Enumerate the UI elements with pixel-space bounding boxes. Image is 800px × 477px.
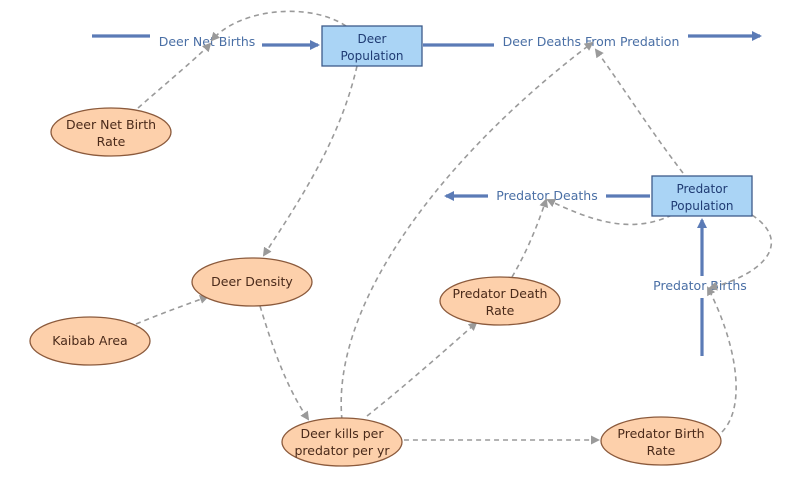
link-predator-pop-to-deer-deaths <box>594 48 684 174</box>
link-kaibab-to-density <box>135 295 209 325</box>
variable-label: Kaibab Area <box>52 333 127 348</box>
link-birth-rate-to-net-births <box>137 42 212 109</box>
variable-ellipse <box>281 417 403 467</box>
variable-deer-net-birth-rate[interactable]: Deer Net Birth Rate <box>50 107 172 157</box>
link-death-rate-to-predator-deaths <box>511 198 549 278</box>
stock-label-line-1: Deer <box>358 32 387 46</box>
variable-label-line-2: Rate <box>97 134 126 149</box>
variable-label: Deer Density <box>211 274 293 289</box>
flow-label-predator-deaths: Predator Deaths <box>496 188 597 203</box>
link-predator-pop-to-predator-births <box>708 214 772 291</box>
stock-predator-population[interactable]: Predator Population <box>651 175 753 217</box>
link-kills-to-predator-death-rate <box>366 321 478 417</box>
variable-label-line-2: predator per yr <box>294 443 390 458</box>
variable-ellipse <box>50 107 172 157</box>
stock-box <box>651 175 753 217</box>
flow-label-predator-births: Predator Births <box>653 278 747 293</box>
variable-kaibab-area[interactable]: Kaibab Area <box>29 316 151 366</box>
variable-label-line-1: Predator Death <box>453 286 548 301</box>
variable-ellipse <box>600 416 722 466</box>
info-links <box>135 10 772 445</box>
variable-label-line-1: Deer Net Birth <box>66 117 156 132</box>
variable-label-line-2: Rate <box>647 443 676 458</box>
flow-predator-births: Predator Births <box>653 218 747 356</box>
variable-ellipse <box>29 316 151 366</box>
stock-label-line-2: Population <box>340 49 403 63</box>
stock-label-line-1: Predator <box>676 182 727 196</box>
link-predator-pop-to-predator-deaths <box>546 198 673 226</box>
flow-deer-net-births: Deer Net Births <box>92 34 320 50</box>
link-deer-pop-to-density <box>262 65 358 257</box>
link-kills-to-deer-deaths <box>340 41 594 421</box>
flow-deer-deaths-from-predation: Deer Deaths From Predation <box>423 31 762 49</box>
link-birth-rate-to-predator-births <box>707 286 737 433</box>
variable-predator-death-rate[interactable]: Predator Death Rate <box>439 276 561 326</box>
variable-label-line-2: Rate <box>486 303 515 318</box>
flow-predator-deaths: Predator Deaths <box>444 188 650 203</box>
variable-ellipse <box>439 276 561 326</box>
flow-label-deer-deaths-from-predation: Deer Deaths From Predation <box>503 34 680 49</box>
link-deer-pop-to-net-births <box>210 10 347 42</box>
stock-box <box>321 25 423 67</box>
variable-deer-density[interactable]: Deer Density <box>191 257 313 307</box>
variable-deer-kills-per-predator[interactable]: Deer kills per predator per yr <box>281 417 403 467</box>
stock-deer-population[interactable]: Deer Population <box>321 25 423 67</box>
stock-label-line-2: Population <box>670 199 733 213</box>
flow-label-deer-net-births: Deer Net Births <box>159 34 256 49</box>
variable-predator-birth-rate[interactable]: Predator Birth Rate <box>600 416 722 466</box>
link-density-to-kills <box>259 305 310 421</box>
variable-ellipse <box>191 257 313 307</box>
variable-label-line-1: Predator Birth <box>617 426 704 441</box>
variable-label-line-1: Deer kills per <box>300 426 384 441</box>
